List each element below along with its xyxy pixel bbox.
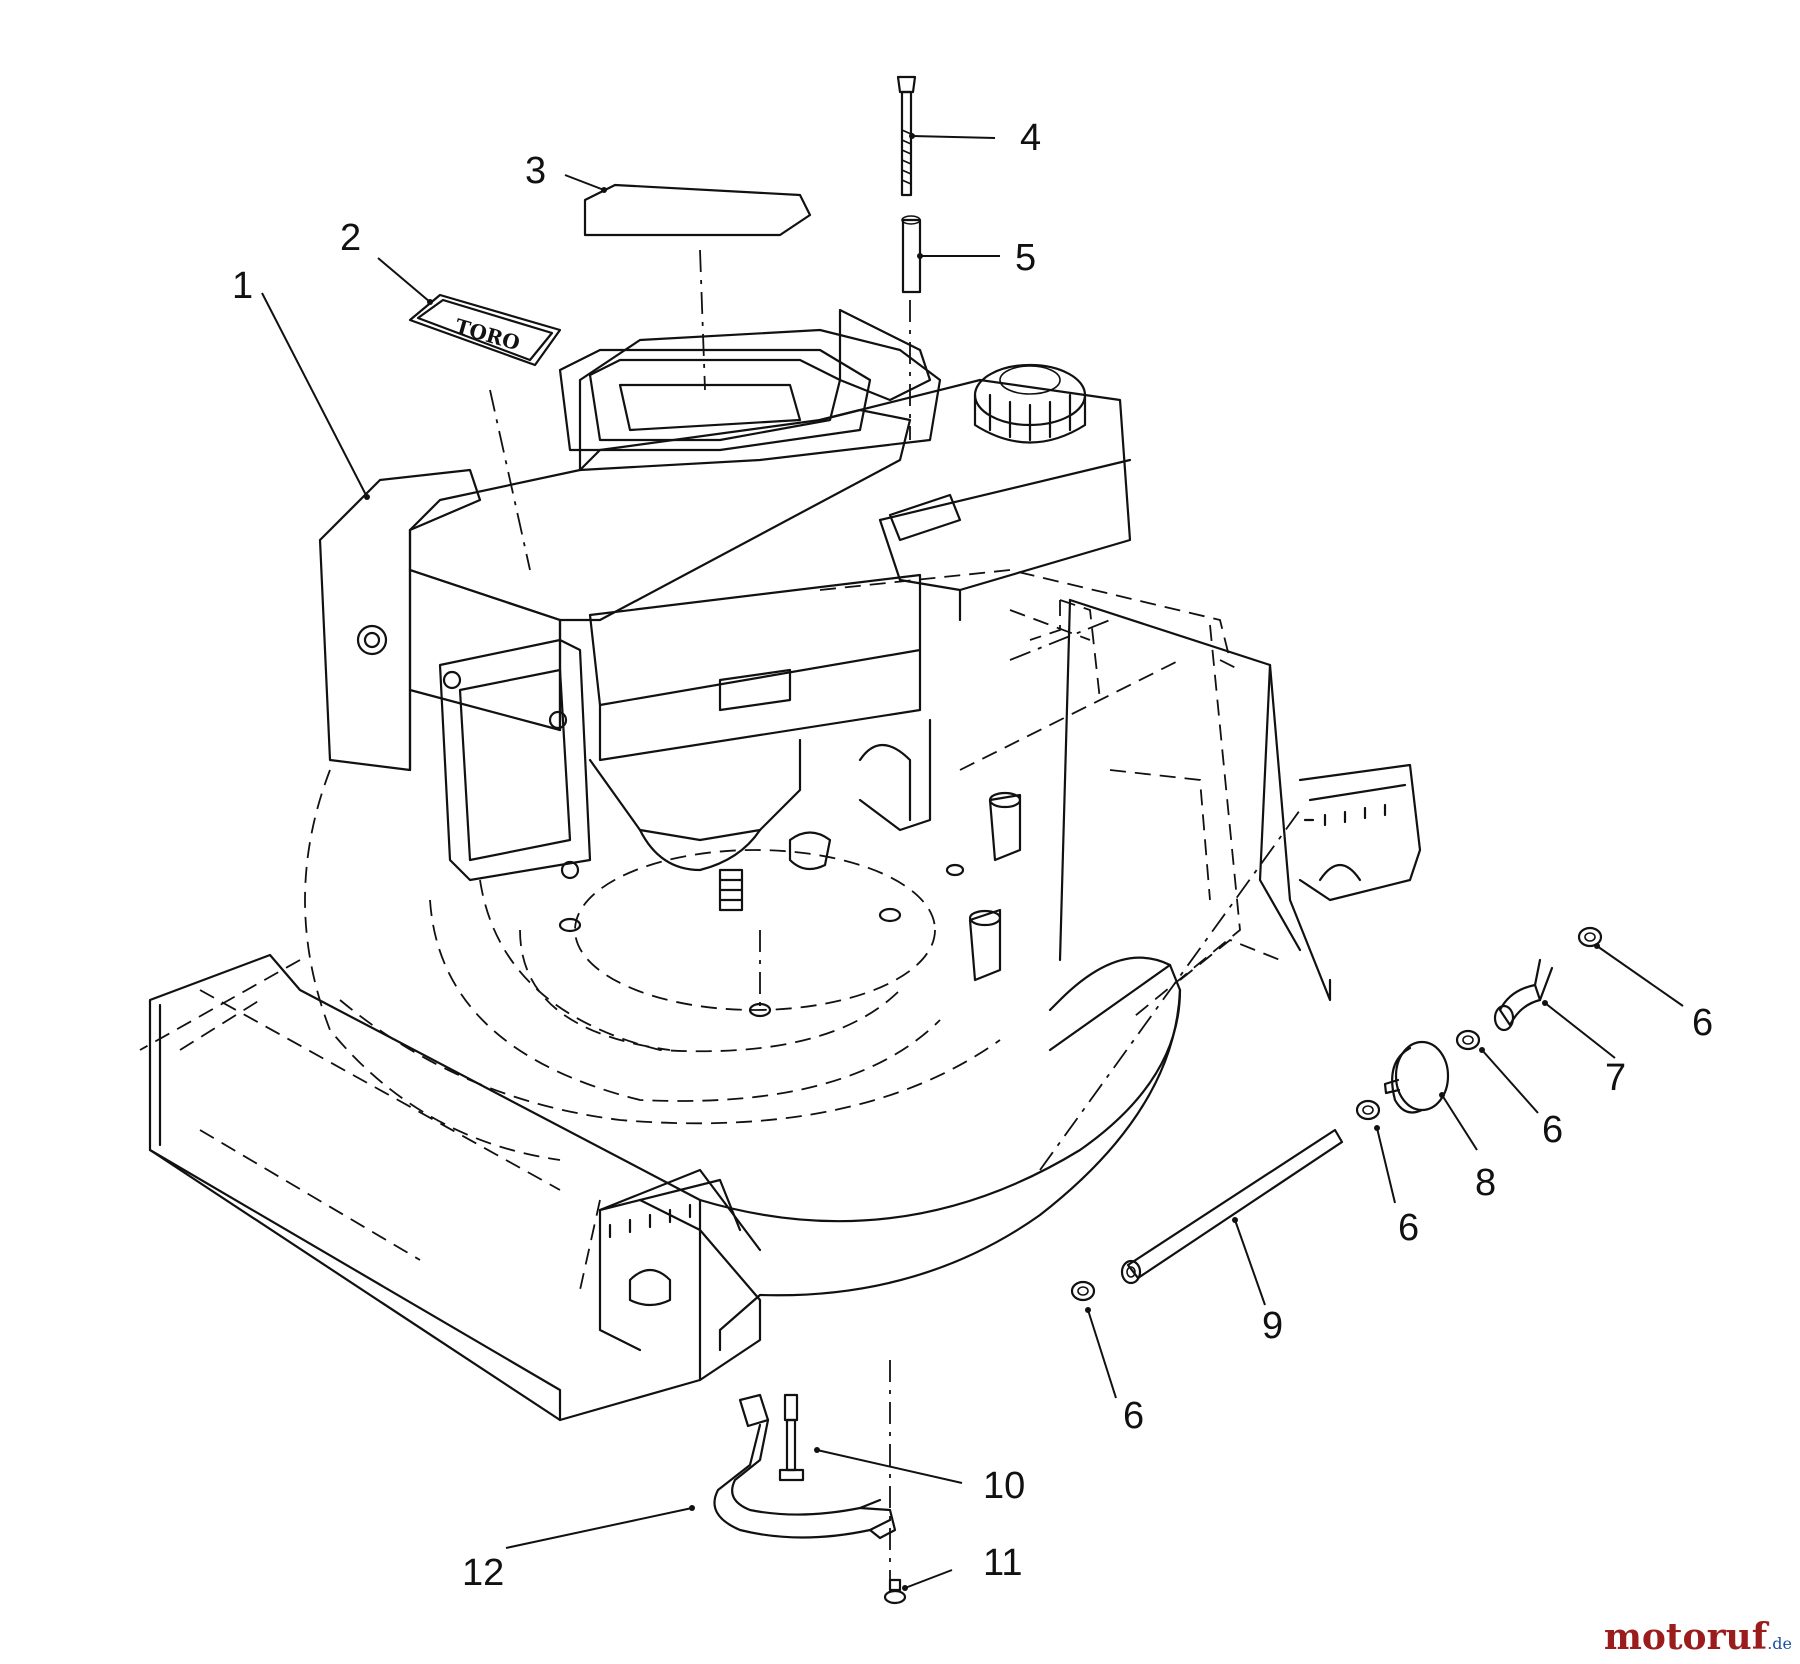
air-filter	[583, 183, 812, 237]
callout-1: 1	[232, 265, 253, 307]
breather-filter	[1383, 1040, 1450, 1114]
callout-4: 4	[1020, 117, 1041, 159]
watermark: motoruf.de	[1604, 1616, 1792, 1658]
assembly-centerlines	[489, 249, 1301, 1580]
callout-3: 3	[525, 150, 546, 192]
callout-leaders	[261, 135, 1684, 1589]
callout-8: 8	[1475, 1162, 1496, 1204]
callout-7: 7	[1605, 1057, 1626, 1099]
shoulder-bolt	[778, 1393, 805, 1482]
callout-2: 2	[340, 217, 361, 259]
spacer	[901, 215, 922, 294]
long-hose	[1120, 1128, 1344, 1285]
callout-6: 6	[1398, 1207, 1419, 1249]
leader-dots	[364, 133, 1600, 1591]
callout-6: 6	[1692, 1002, 1713, 1044]
callout-9: 9	[1262, 1305, 1283, 1347]
short-hose	[1493, 958, 1554, 1032]
callout-5: 5	[1015, 237, 1036, 279]
callout-6: 6	[1123, 1395, 1144, 1437]
callout-6: 6	[1542, 1109, 1563, 1151]
callout-12: 12	[462, 1552, 504, 1594]
deflector-bracket	[713, 1393, 897, 1540]
toro-decal: TORO	[408, 293, 562, 367]
long-bolt	[896, 75, 917, 197]
watermark-main: motoruf	[1603, 1616, 1768, 1658]
deck-hidden-lines	[139, 569, 1281, 1291]
watermark-suffix: .de	[1767, 1634, 1792, 1653]
hose-clamps	[1070, 926, 1603, 1302]
mower-deck-housing	[148, 598, 1422, 1422]
callout-10: 10	[983, 1465, 1025, 1507]
callout-numbers: 1 2 3 4 5 6 7 6 8 6 9 6 10 11 12	[232, 117, 1713, 1594]
callout-11: 11	[983, 1542, 1022, 1584]
engine	[318, 308, 1132, 1018]
bracket-screw	[883, 1578, 907, 1605]
